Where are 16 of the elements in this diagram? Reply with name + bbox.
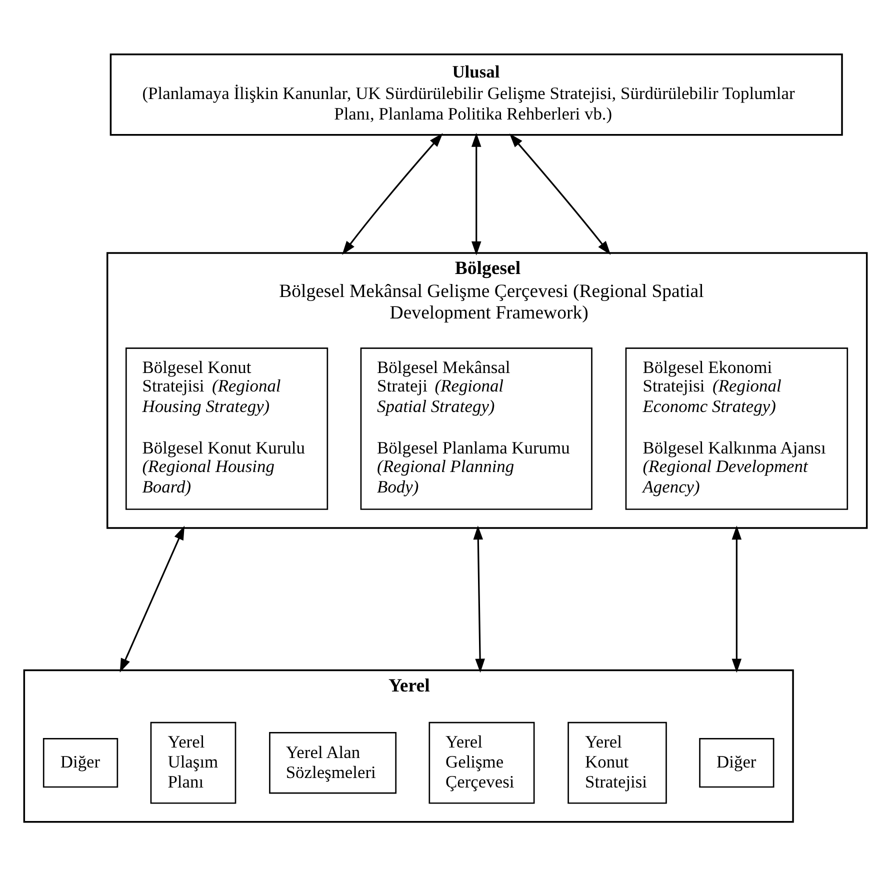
arrow xyxy=(471,132,482,256)
node-box: Diğer xyxy=(699,738,774,788)
node-box: Diğer xyxy=(42,738,118,788)
node-box: Yerel Gelişme Çerçevesi xyxy=(428,722,535,804)
node-box: Bölgesel Konut Stratejisi (Regional Housing Strategy) Bölgesel Konut Kurulu (Regional Housing Board) xyxy=(125,348,328,510)
arrow xyxy=(342,133,443,255)
node-box: Yerel Konut Stratejisi xyxy=(568,722,667,804)
arrow xyxy=(473,526,485,673)
node-box: Bölgesel Ekonomi Stratejisi (Regional Economc Strategy) Bölgesel Kalkınma Ajansı (Regional Development Agency) xyxy=(625,348,848,510)
arrow xyxy=(732,526,742,673)
node-box: Bölgesel Mekânsal Strateji (Regional Spatial Strategy) Bölgesel Planlama Kurumu (Regional Planning Body) xyxy=(360,348,592,510)
node-box: Yerel Alan Sözleşmeleri xyxy=(269,732,397,794)
node-box: Yerel Ulaşım Planı xyxy=(150,722,236,804)
node-box: Ulusal (Planlamaya İlişkin Kanunlar, UK Sürdürülebilir Gelişme Stratejisi, Sürdürülebilir Toplumlar Planı, Planlama Politika Rehberleri vb.) xyxy=(110,54,843,136)
arrow xyxy=(120,526,185,672)
arrow xyxy=(509,133,611,255)
